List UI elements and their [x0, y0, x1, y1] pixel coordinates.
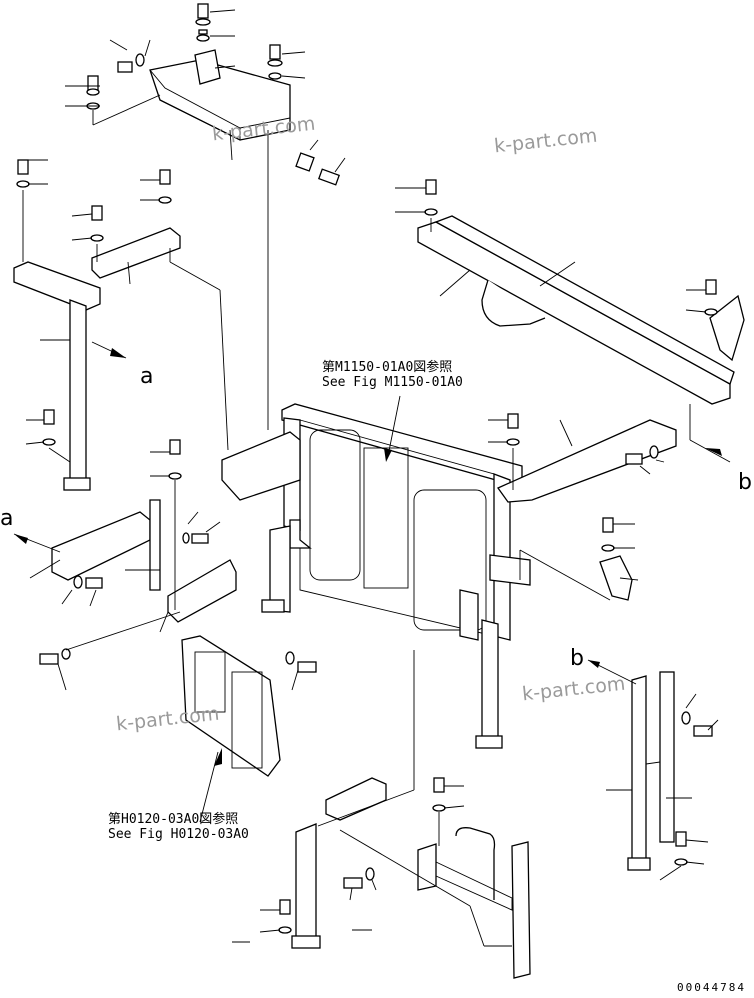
- reference-label-m1150-jp: 第M1150-01A0図参照: [322, 360, 453, 375]
- view-marker-b-lower: b: [570, 646, 584, 671]
- reference-leader-top: [387, 395, 401, 457]
- bottom-right-guard: [339, 777, 531, 979]
- left-middle-leader-lines: [13, 451, 299, 691]
- view-marker-a-left: a: [0, 506, 14, 531]
- reference-label-h0120-en: See Fig H0120-03A0: [108, 827, 249, 842]
- drawing-code: 00044784: [677, 981, 746, 994]
- reference-arrow-top: [384, 448, 392, 462]
- upper-right-leader-lines: [395, 187, 731, 463]
- reference-assembly: [181, 635, 281, 823]
- reference-label-m1150-en: See Fig M1150-01A0: [322, 375, 463, 390]
- reference-label-h0120: 第H0120-03A0図参照 See Fig H0120-03A0: [108, 812, 249, 842]
- upper-right-bar: [417, 179, 745, 405]
- right-lower-post: [587, 659, 719, 881]
- reference-label-h0120-jp: 第H0120-03A0図参照: [108, 812, 239, 827]
- left-post: [13, 159, 181, 491]
- main-frame: [221, 403, 531, 749]
- top-bracket: [149, 49, 291, 141]
- view-marker-b-right: b: [738, 470, 752, 495]
- left-middle-bracket: [39, 439, 317, 673]
- left-post-leader-lines: [22, 159, 229, 463]
- right-plate: [488, 413, 677, 503]
- right-bracket: [519, 517, 639, 601]
- bottom-center-post: [232, 650, 415, 949]
- top-bolts: [86, 3, 341, 186]
- top-leader-lines: [65, 9, 346, 430]
- view-marker-a-post: a: [140, 364, 154, 389]
- reference-label-m1150: 第M1150-01A0図参照 See Fig M1150-01A0: [322, 360, 463, 390]
